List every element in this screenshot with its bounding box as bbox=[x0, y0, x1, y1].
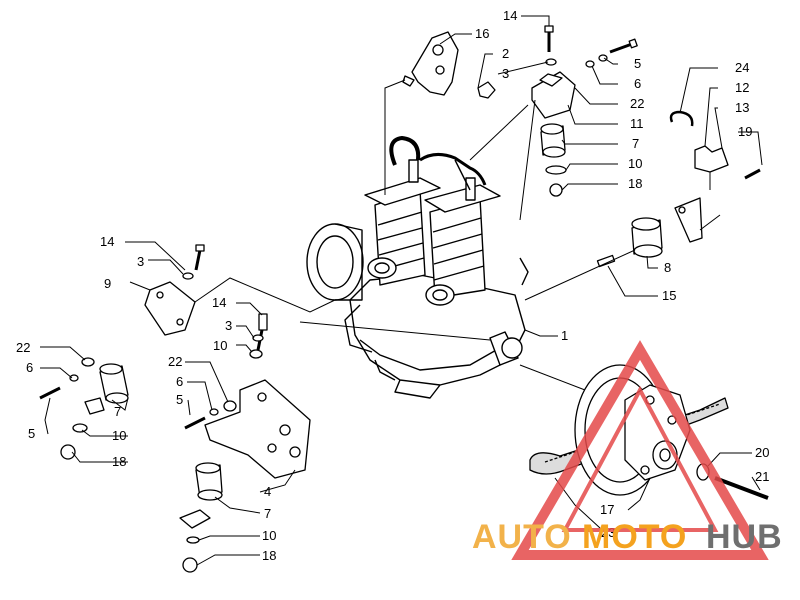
callout-10-top: 10 bbox=[628, 156, 642, 171]
callout-1: 1 bbox=[561, 328, 568, 343]
engine-assembly bbox=[306, 136, 529, 399]
callout-21: 21 bbox=[755, 469, 769, 484]
callout-14-lower: 14 bbox=[212, 295, 226, 310]
watermark-text: AUTO MOTO HUB bbox=[472, 518, 783, 556]
watermark-text-moto: MOTO bbox=[582, 518, 687, 556]
callout-6-top: 6 bbox=[634, 76, 641, 91]
callout-7-lower: 7 bbox=[264, 506, 271, 521]
callout-22-top: 22 bbox=[630, 96, 644, 111]
callout-20: 20 bbox=[755, 445, 769, 460]
callout-6-lower: 6 bbox=[176, 374, 183, 389]
callout-7-top: 7 bbox=[632, 136, 639, 151]
watermark-triangle bbox=[511, 340, 769, 560]
callout-11: 11 bbox=[630, 116, 644, 131]
callout-18-lower: 18 bbox=[262, 548, 276, 563]
callout-3-lower: 3 bbox=[225, 318, 232, 333]
callout-16: 16 bbox=[475, 26, 489, 41]
callout-4: 4 bbox=[264, 484, 271, 499]
callout-17: 17 bbox=[600, 502, 614, 517]
callout-18-top: 18 bbox=[628, 176, 642, 191]
lower-mount-assembly bbox=[179, 313, 311, 573]
callout-22-lower: 22 bbox=[168, 354, 182, 369]
callout-10-lower-b: 10 bbox=[262, 528, 276, 543]
callout-5-lower: 5 bbox=[176, 392, 183, 407]
callout-6-left: 6 bbox=[26, 360, 33, 375]
callout-19: 19 bbox=[738, 124, 752, 139]
callout-2: 2 bbox=[502, 46, 509, 61]
callout-3-left: 3 bbox=[137, 254, 144, 269]
callout-14-top: 14 bbox=[503, 8, 517, 23]
callout-5-top: 5 bbox=[634, 56, 641, 71]
callout-3-top: 3 bbox=[502, 66, 509, 81]
callout-15: 15 bbox=[662, 288, 676, 303]
callout-22-left: 22 bbox=[16, 340, 30, 355]
torque-link-assembly bbox=[596, 110, 761, 268]
callout-labels: 14 16 2 3 5 6 22 11 7 10 18 24 12 13 19 … bbox=[16, 8, 769, 563]
callout-24: 24 bbox=[735, 60, 749, 75]
callout-7-left: 7 bbox=[114, 404, 121, 419]
callout-8: 8 bbox=[664, 260, 671, 275]
callout-5-left: 5 bbox=[28, 426, 35, 441]
watermark-text-auto: AUTO bbox=[472, 518, 572, 556]
callout-10-lower: 10 bbox=[213, 338, 227, 353]
callout-14-left: 14 bbox=[100, 234, 114, 249]
callout-9: 9 bbox=[104, 276, 111, 291]
watermark-logo bbox=[511, 340, 769, 560]
callout-18-left: 18 bbox=[112, 454, 126, 469]
callout-13: 13 bbox=[735, 100, 749, 115]
watermark-text-hub: HUB bbox=[706, 518, 783, 556]
callout-12: 12 bbox=[735, 80, 749, 95]
left-mount-assembly bbox=[39, 244, 205, 460]
top-mount-assembly bbox=[402, 25, 638, 197]
callout-10-left: 10 bbox=[112, 428, 126, 443]
